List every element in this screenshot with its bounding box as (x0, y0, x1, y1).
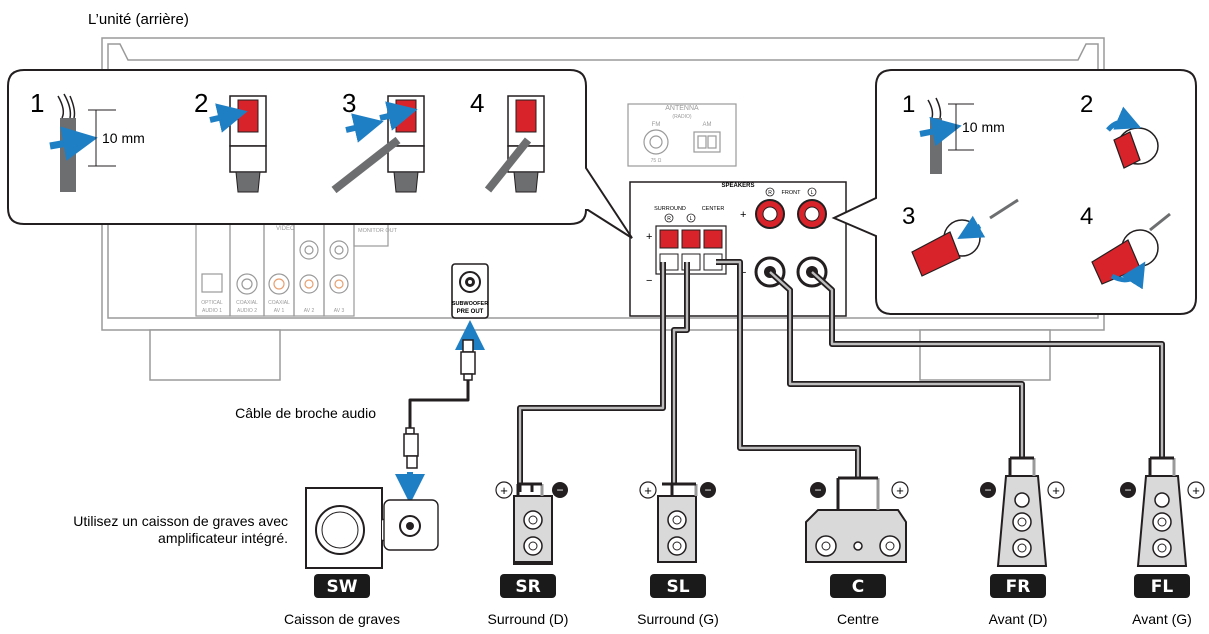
pre-out-label: PRE OUT (457, 309, 484, 315)
page-title: L’unité (arrière) (88, 11, 189, 28)
surround-left-mark: L (690, 216, 693, 222)
subwoofer-label: SUBWOOFER (452, 301, 488, 307)
fm-label: FM (652, 122, 661, 128)
c-minus: − (814, 483, 821, 497)
front-label: FRONT (782, 190, 802, 196)
sr-plus: + (500, 483, 508, 498)
strip-step-4: 4 (470, 88, 484, 118)
front-plus: + (740, 209, 746, 221)
caption-fl: Avant (G) (1132, 611, 1192, 627)
strip-step-3: 3 (342, 88, 356, 118)
am-label: AM (703, 122, 712, 128)
badge-c: C (830, 574, 886, 598)
svg-text:C: C (852, 577, 864, 597)
coaxial1-label: COAXIAL (236, 300, 258, 306)
svg-text:SR: SR (515, 577, 540, 597)
surround-right-speaker (513, 484, 553, 565)
center-speaker (805, 509, 907, 563)
surround-plus: + (646, 231, 652, 243)
surround-minus: − (646, 275, 652, 287)
rca-plug-top (460, 339, 476, 381)
binding-step-1: 1 (902, 91, 915, 118)
speaker-leads (516, 456, 1176, 510)
fr-plus: + (1052, 483, 1060, 498)
strip-step-2: 2 (194, 88, 208, 118)
sl-plus: + (644, 483, 652, 498)
center-label: CENTER (702, 206, 725, 212)
badge-fr: FR (990, 574, 1046, 598)
caption-c: Centre (837, 611, 879, 627)
radio-label: (RADIO) (672, 114, 692, 120)
polarity-symbols: + − + − − + − + − + (495, 481, 1205, 499)
svg-text:SW: SW (327, 577, 358, 597)
cable-label: Câble de broche audio (235, 405, 376, 421)
front-right-mark: R (768, 190, 772, 196)
fr-minus: − (984, 483, 991, 497)
badge-sl: SL (650, 574, 706, 598)
svg-text:SL: SL (666, 577, 689, 597)
badge-sr: SR (500, 574, 556, 598)
badge-fl: FL (1134, 574, 1190, 598)
caption-sw: Caisson de graves (284, 611, 400, 627)
surround-left-speaker (657, 495, 697, 563)
badge-sw: SW (314, 574, 370, 598)
ohm-label: 75 Ω (651, 158, 662, 164)
strip-step-1: 1 (30, 88, 44, 118)
antenna-label: ANTENNA (665, 105, 699, 112)
audio1-label: AUDIO 1 (202, 308, 222, 314)
front-left-speaker (1136, 475, 1188, 567)
av1-label: AV 1 (274, 308, 285, 314)
caption-sr: Surround (D) (488, 611, 569, 627)
input-jacks (195, 223, 389, 317)
subwoofer-speaker (305, 487, 439, 569)
svg-text:FL: FL (1151, 577, 1174, 597)
caption-fr: Avant (D) (989, 611, 1048, 627)
caption-sl: Surround (G) (637, 611, 719, 627)
front-left-mark: L (811, 190, 814, 196)
av2-label: AV 2 (304, 308, 315, 314)
optical-label: OPTICAL (201, 300, 223, 306)
speaker-cables (408, 259, 1165, 484)
front-minus: − (740, 267, 746, 279)
video-label: VIDEO (276, 226, 295, 232)
sr-minus: − (556, 483, 563, 497)
binding-step-4: 4 (1080, 203, 1093, 230)
front-right-speaker (996, 475, 1048, 567)
fl-minus: − (1124, 483, 1131, 497)
c-plus: + (896, 483, 904, 498)
subwoofer-pre-out-jack (451, 263, 489, 319)
audio2-label: AUDIO 2 (237, 308, 257, 314)
monitor-out-label: MONITOR OUT (358, 228, 398, 234)
av3-label: AV 3 (334, 308, 345, 314)
binding-step-3: 3 (902, 203, 915, 230)
strip-wire-panel (7, 69, 633, 239)
rca-plug-bottom (403, 427, 419, 469)
fl-plus: + (1192, 483, 1200, 498)
strip-length: 10 mm (102, 130, 145, 146)
speakers-title: SPEAKERS (721, 183, 754, 189)
sl-minus: − (704, 483, 711, 497)
surround-right-mark: R (667, 216, 671, 222)
binding-length: 10 mm (962, 119, 1005, 135)
binding-step-2: 2 (1080, 91, 1093, 118)
antenna-terminal (627, 103, 737, 167)
surround-label: SURROUND (654, 206, 686, 212)
subwoofer-note-line1: Utilisez un caisson de graves avec (73, 513, 288, 529)
binding-post-panel (831, 69, 1197, 315)
subwoofer-note-line2: amplificateur intégré. (158, 530, 288, 546)
coaxial2-label: COAXIAL (268, 300, 290, 306)
svg-text:FR: FR (1006, 577, 1031, 597)
